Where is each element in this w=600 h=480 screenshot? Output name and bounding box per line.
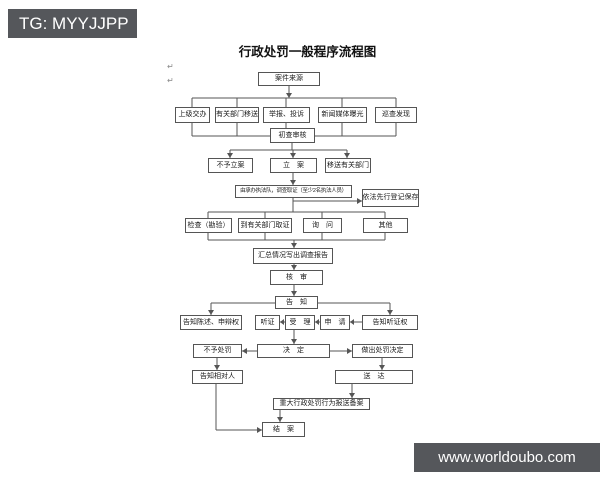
node-hearing: 听证	[255, 315, 280, 330]
node-inspect-survey: 检查（勘验）	[185, 218, 232, 233]
node-no-penalty: 不予处罚	[193, 344, 242, 358]
node-report-complaint: 举报、投诉	[263, 107, 310, 123]
node-close-case: 结 案	[262, 422, 305, 437]
node-case-source: 案件来源	[258, 72, 320, 86]
node-patrol-found: 巡查发现	[375, 107, 417, 123]
paragraph-mark: ↵	[167, 76, 174, 85]
watermark-top-text: TG: MYYJJPP	[19, 13, 129, 33]
node-investigate: 由承办执法队，调查取证（至少2名执法人员）	[235, 185, 352, 198]
node-register-preserve: 依法先行登记保存	[362, 189, 419, 207]
node-apply: 申 请	[320, 315, 350, 330]
node-review: 核 审	[270, 270, 323, 285]
node-dept-evidence: 到有关部门取证	[238, 218, 292, 233]
node-no-filing: 不予立案	[208, 158, 253, 173]
node-notify-statement-rights: 告知陈述、申辩权	[180, 315, 242, 330]
node-media-exposure: 新闻媒体曝光	[318, 107, 367, 123]
node-dept-transfer-in: 有关部门移送	[215, 107, 259, 123]
node-deliver: 送 达	[335, 370, 413, 384]
node-inquiry: 询 问	[303, 218, 342, 233]
node-make-penalty-decision: 做出处罚决定	[352, 344, 413, 358]
node-initial-review: 初查审核	[270, 128, 315, 143]
node-superior-assign: 上级交办	[175, 107, 210, 123]
node-other: 其他	[363, 218, 408, 233]
node-summary-report: 汇总情况写出调查报告	[253, 248, 333, 264]
page-title: 行政处罚一般程序流程图	[238, 45, 377, 59]
node-accept: 受 理	[285, 315, 315, 330]
watermark-top-badge: TG: MYYJJPP	[8, 9, 137, 38]
watermark-bottom-text: www.worldoubo.com	[438, 449, 576, 466]
node-transfer-out: 移送有关部门	[325, 158, 371, 173]
paragraph-mark: ↵	[167, 62, 174, 71]
node-filing: 立 案	[270, 158, 317, 173]
node-major-penalty-record: 重大行政处罚行为报送备案	[273, 398, 370, 410]
node-notify-hearing-right: 告知听证权	[362, 315, 418, 330]
node-notify: 告 知	[275, 296, 318, 309]
node-decision: 决 定	[257, 344, 330, 358]
node-notify-party: 告知相对人	[192, 370, 243, 384]
watermark-bottom-badge: www.worldoubo.com	[414, 443, 600, 472]
